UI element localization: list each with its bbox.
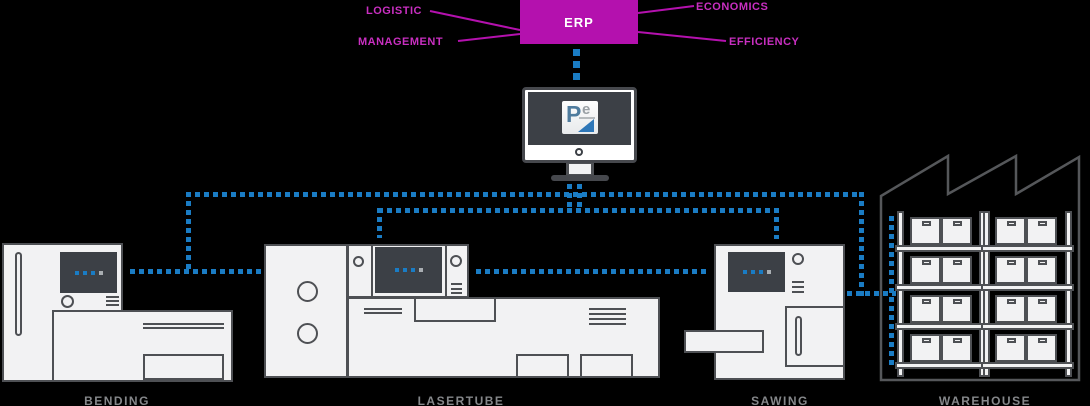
bending-tray — [143, 354, 224, 380]
rack-shelf — [981, 362, 1074, 369]
connection-drop-to-bending — [186, 192, 191, 273]
connection-pc-to-bus-right — [577, 184, 582, 211]
connection-warehouse-vertical — [889, 216, 894, 366]
lasertube-tray-1 — [516, 354, 569, 378]
erp-box: ERP — [520, 0, 638, 44]
erp-line-efficiency — [637, 31, 727, 42]
sawing-knob[interactable] — [792, 253, 804, 265]
label-warehouse: WAREHOUSE — [938, 394, 1032, 406]
storage-box — [1026, 295, 1057, 323]
storage-box — [995, 256, 1026, 284]
storage-box — [941, 217, 972, 245]
software-logo: P e — [562, 101, 598, 134]
bending-menu-icon — [106, 296, 119, 298]
lasertube-panel-button[interactable] — [353, 256, 364, 267]
connection-drop-to-sawing — [774, 208, 779, 239]
factory-outline-icon — [879, 153, 1081, 382]
sawing-subunit — [785, 306, 845, 367]
connection-pc-to-bus-left — [567, 184, 572, 211]
storage-box — [1026, 256, 1057, 284]
bending-knob[interactable] — [61, 295, 74, 308]
storage-box — [1026, 334, 1057, 362]
term-logistic: LOGISTIC — [366, 5, 422, 17]
logo-underline — [579, 117, 595, 119]
lasertube-tray-2 — [580, 354, 633, 378]
rack-post — [1065, 211, 1072, 377]
storage-box — [941, 334, 972, 362]
monitor-power-button[interactable] — [575, 148, 583, 156]
rack-shelf — [895, 245, 988, 252]
lasertube-panel-knob[interactable] — [450, 255, 462, 267]
connection-bus-lower — [378, 208, 776, 213]
term-efficiency: EFFICIENCY — [729, 36, 800, 48]
bending-screen-leds — [74, 270, 103, 275]
sawing-slot — [795, 316, 802, 356]
storage-box — [995, 334, 1026, 362]
rack-post — [897, 211, 904, 377]
sawing-screen-leds — [742, 270, 771, 274]
connection-drop-to-lasertube — [377, 208, 382, 238]
term-economics: ECONOMICS — [696, 1, 769, 13]
rack-post — [983, 211, 990, 377]
sawing-menu-icon — [792, 281, 804, 283]
erp-line-logistic — [429, 10, 521, 31]
erp-line-management — [457, 33, 521, 42]
logo-letter-e: e — [582, 101, 591, 118]
lasertube-cabinet-dial-2 — [297, 323, 318, 344]
label-lasertube: LASERTUBE — [417, 394, 505, 406]
lasertube-cabinet — [264, 244, 348, 378]
connection-bus-upper — [186, 192, 863, 197]
term-management: MANAGEMENT — [358, 36, 444, 48]
sawing-feed-arm — [684, 330, 764, 353]
bending-slot — [15, 252, 22, 336]
storage-box — [910, 256, 941, 284]
lasertube-bed — [347, 297, 660, 378]
storage-box — [910, 334, 941, 362]
lasertube-menu-icon — [451, 283, 462, 285]
label-sawing: SAWING — [751, 394, 809, 406]
connection-warehouse-link — [847, 291, 896, 296]
connection-drop-to-warehouse — [859, 192, 864, 296]
storage-box — [995, 217, 1026, 245]
rack-shelf — [981, 323, 1074, 330]
connection-lasertube-sawing — [476, 269, 710, 274]
storage-box — [1026, 217, 1057, 245]
storage-box — [995, 295, 1026, 323]
label-bending: BENDING — [84, 394, 150, 406]
storage-box — [910, 217, 941, 245]
storage-box — [910, 295, 941, 323]
logo-letter-p: P — [566, 101, 582, 127]
rack-shelf — [895, 362, 988, 369]
bending-control-screen — [60, 252, 117, 293]
monitor-stand-base — [551, 175, 609, 181]
lasertube-screen-leds — [394, 268, 423, 272]
lasertube-control-screen — [375, 247, 442, 293]
rack-shelf — [895, 284, 988, 291]
rack-shelf — [981, 245, 1074, 252]
connection-erp-to-pc — [573, 49, 580, 85]
storage-box — [941, 295, 972, 323]
erp-line-economics — [637, 5, 695, 14]
rack-shelf — [981, 284, 1074, 291]
connection-bending-lasertube — [130, 269, 264, 274]
lasertube-cabinet-dial-1 — [297, 281, 318, 302]
sawing-control-screen — [728, 252, 785, 292]
storage-box — [941, 256, 972, 284]
lasertube-head — [414, 297, 496, 322]
rack-shelf — [895, 323, 988, 330]
